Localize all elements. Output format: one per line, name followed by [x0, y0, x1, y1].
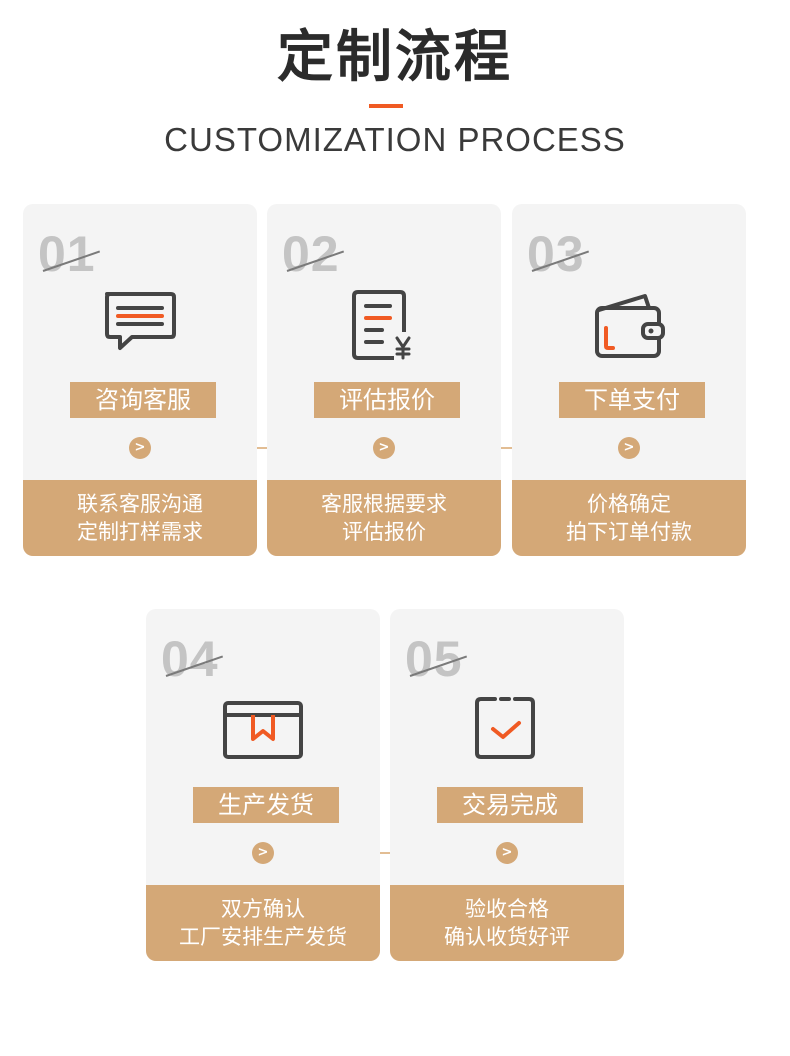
step-description-line-2: 工厂安排生产发货: [179, 925, 347, 949]
step-card-01: 01 咨询客服 联系客服沟通 定制打样需求: [23, 204, 257, 556]
process-line-row-2: [146, 852, 623, 854]
step-number: 01: [38, 226, 96, 282]
step-description: 联系客服沟通 定制打样需求: [23, 480, 257, 556]
step-card-05: 05 交易完成 验收合格 确认收货好评: [390, 609, 624, 961]
step-description-line-1: 联系客服沟通: [77, 492, 203, 516]
arrow-dot-05: >: [496, 842, 518, 864]
step-description-line-1: 验收合格: [465, 897, 549, 921]
price-document-icon: [352, 290, 411, 360]
step-description: 客服根据要求 评估报价: [267, 480, 501, 556]
step-label: 下单支付: [559, 382, 705, 418]
arrow-dot-04: >: [252, 842, 274, 864]
checklist-icon: [475, 697, 535, 759]
step-description-line-2: 定制打样需求: [77, 520, 203, 544]
wallet-icon: [595, 294, 665, 358]
step-card-04: 04 生产发货 双方确认 工厂安排生产发货: [146, 609, 380, 961]
step-number: 05: [405, 631, 463, 687]
step-label: 咨询客服: [70, 382, 216, 418]
step-label: 生产发货: [193, 787, 339, 823]
step-description: 价格确定 拍下订单付款: [512, 480, 746, 556]
step-number: 03: [527, 226, 585, 282]
step-description-line-2: 拍下订单付款: [566, 520, 692, 544]
page-subtitle: CUSTOMIZATION PROCESS: [164, 121, 626, 158]
arrow-dot-03: >: [618, 437, 640, 459]
step-description-line-1: 价格确定: [587, 492, 671, 516]
step-description: 双方确认 工厂安排生产发货: [146, 885, 380, 961]
arrow-dot-01: >: [129, 437, 151, 459]
title-underline: [369, 104, 403, 108]
step-card-02: 02 评估报价 客服根据要求 评估报价: [267, 204, 501, 556]
step-label: 评估报价: [314, 382, 460, 418]
step-number: 02: [282, 226, 340, 282]
step-number: 04: [161, 631, 219, 687]
page-title: 定制流程: [277, 25, 513, 90]
arrow-dot-02: >: [373, 437, 395, 459]
step-description-line-1: 双方确认: [221, 897, 305, 921]
step-label: 交易完成: [437, 787, 583, 823]
step-description-line-2: 评估报价: [342, 520, 426, 544]
step-description-line-1: 客服根据要求: [321, 492, 447, 516]
step-description: 验收合格 确认收货好评: [390, 885, 624, 961]
package-box-icon: [223, 701, 303, 759]
step-card-03: 03 下单支付 价格确定 拍下订单付款: [512, 204, 746, 556]
step-description-line-2: 确认收货好评: [444, 925, 570, 949]
chat-bubble-icon: [105, 292, 176, 350]
